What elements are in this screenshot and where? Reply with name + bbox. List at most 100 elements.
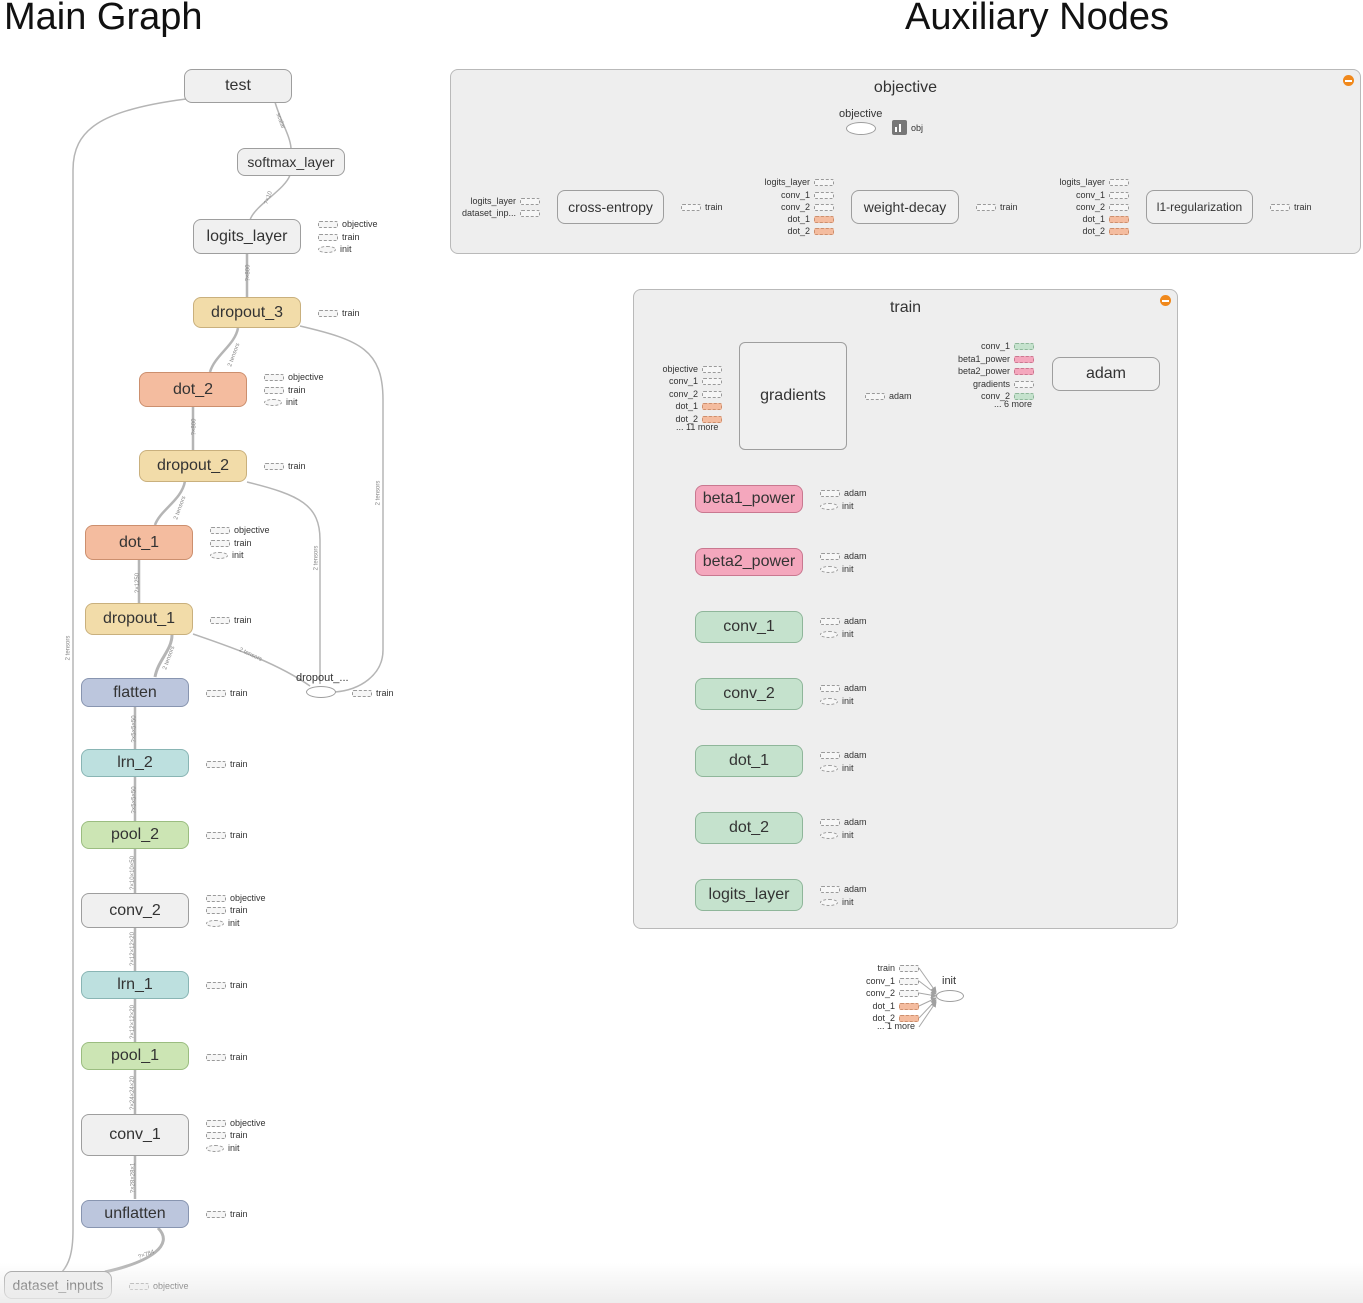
collapse-objective-icon[interactable] [1343,75,1354,86]
node-objective-ellipse[interactable] [846,122,876,135]
ref-grad-objective[interactable]: objective [622,363,722,375]
ref-conv2var-init[interactable]: init [820,695,854,707]
ref-gradients-adam[interactable]: adam [865,390,912,402]
ref-wd-conv-2[interactable]: conv_2 [734,201,834,213]
ref-adam-gradients[interactable]: gradients [934,378,1034,390]
ref-ce-train[interactable]: train [681,201,723,213]
node-conv-2[interactable]: conv_2 [81,893,189,928]
ref-beta2-init[interactable]: init [820,563,854,575]
ref-grad-more[interactable]: ... 11 more [676,422,719,432]
ref-conv1-init[interactable]: init [206,1142,240,1154]
ref-pool2-train[interactable]: train [206,829,248,841]
node-pool-1[interactable]: pool_1 [81,1042,189,1070]
node-adam[interactable]: adam [1052,357,1160,391]
ref-wd-logits-layer[interactable]: logits_layer [734,176,834,188]
ref-conv1var-adam[interactable]: adam [820,615,867,627]
ref-grad-conv-2[interactable]: conv_2 [622,388,722,400]
ref-logits-init[interactable]: init [318,243,352,255]
ref-pool1-train[interactable]: train [206,1051,248,1063]
node-beta2-power[interactable]: beta2_power [695,548,803,576]
ref-dot1-objective[interactable]: objective [210,524,270,536]
ref-adam-conv-1[interactable]: conv_1 [934,340,1034,352]
ref-init-conv-2[interactable]: conv_2 [819,987,919,999]
ref-init-dot-2[interactable]: dot_2 [819,1012,919,1024]
ref-dot2-train[interactable]: train [264,384,306,396]
ref-wd-dot-2[interactable]: dot_2 [734,225,834,237]
node-pool-2[interactable]: pool_2 [81,821,189,849]
collapse-train-icon[interactable] [1160,295,1171,306]
ref-ce-logits-layer[interactable]: logits_layer [440,195,540,207]
ref-l1-train[interactable]: train [1270,201,1312,213]
ref-adam-beta1-power[interactable]: beta1_power [934,353,1034,365]
ref-init-conv-1[interactable]: conv_1 [819,975,919,987]
node-l1-regularization[interactable]: l1-regularization [1146,190,1253,224]
node-var-dot-2[interactable]: dot_2 [695,812,803,844]
ref-wd-conv-1[interactable]: conv_1 [734,189,834,201]
node-var-conv-1[interactable]: conv_1 [695,611,803,643]
group-objective[interactable]: objective [450,69,1361,254]
ref-conv1-train[interactable]: train [206,1129,248,1141]
node-test[interactable]: test [184,69,292,103]
ref-lrn2-train[interactable]: train [206,758,248,770]
ref-dot2-init[interactable]: init [264,396,298,408]
ref-dropout3-train[interactable]: train [318,307,360,319]
ref-beta1-adam[interactable]: adam [820,487,867,499]
ref-grad-conv-1[interactable]: conv_1 [622,375,722,387]
ref-init-more[interactable]: ... 1 more [877,1021,916,1031]
node-dropout-2[interactable]: dropout_2 [139,450,247,482]
ref-l1-logits-layer[interactable]: logits_layer [1029,176,1129,188]
ref-init-train[interactable]: train [819,962,919,974]
ref-adam-beta2-power[interactable]: beta2_power [934,365,1034,377]
node-dropout-ellipse[interactable] [306,686,336,698]
node-conv-1[interactable]: conv_1 [81,1114,189,1156]
node-gradients[interactable]: gradients [739,342,847,450]
ref-logitsvar-adam[interactable]: adam [820,883,867,895]
ref-l1-dot-2[interactable]: dot_2 [1029,225,1129,237]
node-var-logits-layer[interactable]: logits_layer [695,879,803,911]
node-flatten[interactable]: flatten [81,678,189,707]
node-dropout-3[interactable]: dropout_3 [193,297,301,328]
ref-ce-dataset-inputs[interactable]: dataset_inp... [440,207,540,219]
node-lrn-1[interactable]: lrn_1 [81,971,189,999]
ref-conv2-init[interactable]: init [206,917,240,929]
node-unflatten[interactable]: unflatten [81,1200,189,1228]
ref-dot2var-init[interactable]: init [820,829,854,841]
node-logits-layer[interactable]: logits_layer [193,219,301,254]
ref-dropout2-train[interactable]: train [264,460,306,472]
node-init-ellipse[interactable] [936,990,964,1002]
ref-l1-dot-1[interactable]: dot_1 [1029,213,1129,225]
ref-flatten-train[interactable]: train [206,687,248,699]
ref-adam-conv-2[interactable]: conv_2 [934,390,1034,402]
ref-logitsvar-init[interactable]: init [820,896,854,908]
ref-logits-objective[interactable]: objective [318,218,378,230]
ref-dot1-train[interactable]: train [210,537,252,549]
ref-init-dot-1[interactable]: dot_1 [819,1000,919,1012]
summary-chart-icon[interactable] [892,120,907,135]
node-cross-entropy[interactable]: cross-entropy [557,190,664,224]
ref-l1-conv-1[interactable]: conv_1 [1029,189,1129,201]
node-var-dot-1[interactable]: dot_1 [695,745,803,777]
ref-adam-more[interactable]: ... 6 more [994,399,1033,409]
ref-conv2-objective[interactable]: objective [206,892,266,904]
node-dropout-1[interactable]: dropout_1 [85,603,193,635]
node-beta1-power[interactable]: beta1_power [695,485,803,513]
ref-conv2var-adam[interactable]: adam [820,682,867,694]
ref-wd-train[interactable]: train [976,201,1018,213]
ref-lrn1-train[interactable]: train [206,979,248,991]
node-dot-2[interactable]: dot_2 [139,372,247,407]
ref-conv1-objective[interactable]: objective [206,1117,266,1129]
ref-wd-dot-1[interactable]: dot_1 [734,213,834,225]
node-var-conv-2[interactable]: conv_2 [695,678,803,710]
ref-dot1var-init[interactable]: init [820,762,854,774]
ref-unflatten-train[interactable]: train [206,1208,248,1220]
ref-logits-train[interactable]: train [318,231,360,243]
ref-l1-conv-2[interactable]: conv_2 [1029,201,1129,213]
ref-dropout1-train[interactable]: train [210,614,252,626]
ref-dot2-objective[interactable]: objective [264,371,324,383]
ref-beta2-adam[interactable]: adam [820,550,867,562]
ref-dot1var-adam[interactable]: adam [820,749,867,761]
ref-grad-dot-2[interactable]: dot_2 [622,413,722,425]
ref-dot2var-adam[interactable]: adam [820,816,867,828]
ref-dot1-init[interactable]: init [210,549,244,561]
ref-dropout-ellipse-train[interactable]: train [352,687,394,699]
